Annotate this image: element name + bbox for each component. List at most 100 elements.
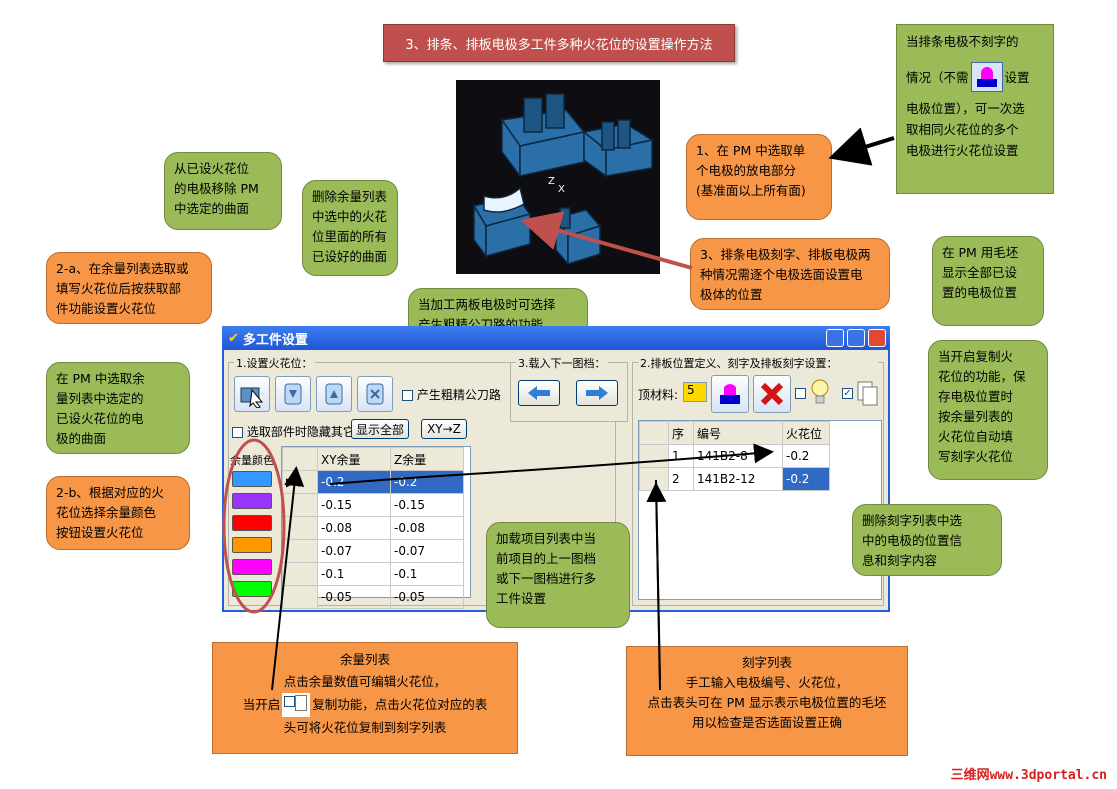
callout-margin-list: 余量列表 点击余量数值可编辑火花位， 当开启 复制功能，点击火花位对应的表 头可…: [212, 642, 518, 754]
hide-others-checkbox[interactable]: [232, 427, 243, 438]
row-selector[interactable]: ▶: [282, 470, 318, 494]
callout-line: 删除刻字列表中选: [862, 513, 963, 528]
table-row[interactable]: -0.07-0.07: [282, 539, 464, 563]
callout-line: 置的电极位置: [942, 285, 1018, 300]
margin-cell[interactable]: -0.1: [390, 562, 464, 586]
remove-surface-button[interactable]: [275, 376, 311, 412]
callout-line: 的电极移除 PM: [174, 181, 259, 196]
table-row[interactable]: -0.05-0.05: [282, 585, 464, 609]
callout-pick-part: 2-a、在余量列表选取或 填写火花位后按获取部 件功能设置火花位: [46, 252, 212, 324]
rough-finish-checkbox[interactable]: [402, 390, 413, 401]
margin-cell[interactable]: -0.08: [317, 516, 391, 540]
table-row[interactable]: ▶-0.2-0.2: [282, 470, 464, 494]
delete-engrave-button[interactable]: [753, 375, 791, 413]
callout-line: (基准面以上所有面): [696, 183, 806, 198]
color-header: 余量颜色: [230, 454, 274, 467]
prev-file-button[interactable]: [518, 380, 560, 406]
watermark: 三维网www.3dportal.cn: [950, 768, 1107, 783]
close-button[interactable]: [868, 329, 886, 347]
copy-spark-checkbox[interactable]: ✓: [842, 388, 853, 399]
callout-line: 花位选择余量颜色: [56, 505, 157, 520]
engrave-cell[interactable]: -0.2: [782, 467, 830, 491]
show-all-checkbox[interactable]: [795, 388, 806, 399]
callout-line: 余量列表: [339, 652, 390, 667]
color-swatch-6[interactable]: [232, 581, 272, 597]
margin-cell[interactable]: -0.15: [390, 493, 464, 517]
margin-cell[interactable]: -0.07: [390, 539, 464, 563]
show-all-checkbox-row[interactable]: [795, 386, 806, 400]
copy-doc-shape: [857, 381, 878, 406]
callout-line: 填写火花位后按获取部: [56, 281, 182, 296]
margin-cell[interactable]: -0.07: [317, 539, 391, 563]
engrave-header-number[interactable]: 编号: [693, 421, 783, 445]
color-swatch-2[interactable]: [232, 493, 272, 509]
margin-cell[interactable]: -0.1: [317, 562, 391, 586]
group-load-label: 3.载入下一图档：: [516, 355, 608, 371]
margin-header-xy[interactable]: XY余量: [317, 447, 391, 471]
row-selector[interactable]: [282, 562, 318, 586]
row-selector[interactable]: [282, 585, 318, 609]
color-swatch-3[interactable]: [232, 515, 272, 531]
engrave-cell[interactable]: 1: [668, 444, 694, 468]
color-swatch-4[interactable]: [232, 537, 272, 553]
svg-text:X: X: [558, 184, 565, 195]
margin-cell[interactable]: -0.08: [390, 516, 464, 540]
add-surface-button[interactable]: [316, 376, 352, 412]
color-swatch-5[interactable]: [232, 559, 272, 575]
show-all-button[interactable]: 显示全部: [351, 419, 409, 439]
hide-others-checkbox-row[interactable]: 选取部件时隐藏其它: [232, 423, 355, 440]
lightbulb-icon[interactable]: [810, 378, 830, 406]
row-selector[interactable]: [282, 539, 318, 563]
engrave-header-spark[interactable]: 火花位: [782, 421, 830, 445]
callout-line: 当开启 复制功能，点击火花位对应的表: [222, 693, 508, 717]
callout-line: 头可将火花位复制到刻字列表: [283, 720, 447, 735]
margin-table: XY余量 Z余量 ▶-0.2-0.2 -0.15-0.15 -0.08-0.08…: [282, 447, 464, 609]
pick-part-icon: [240, 387, 264, 408]
row-selector[interactable]: [282, 493, 318, 517]
electrode-models: Z X: [472, 93, 654, 267]
table-row[interactable]: -0.1-0.1: [282, 562, 464, 586]
callout-engrave-position: 3、排条电极刻字、排板电极两 种情况需逐个电极选面设置电 极体的位置: [690, 238, 890, 310]
row-selector[interactable]: [282, 516, 318, 540]
engrave-cell[interactable]: 141B2-12: [693, 467, 783, 491]
callout-color-button: 2-b、根据对应的火 花位选择余量颜色 按钮设置火花位: [46, 476, 190, 550]
rough-finish-checkbox-row[interactable]: 产生粗精公刀路: [402, 386, 501, 403]
callout-load-project: 加载项目列表中当 前项目的上一图档 或下一图档进行多 工件设置: [486, 522, 630, 628]
copy-spark-checkbox-row[interactable]: ✓: [842, 386, 853, 400]
callout-line: 花位的功能，保: [938, 369, 1026, 384]
top-material-input[interactable]: 5: [683, 382, 707, 402]
delete-surface-button[interactable]: [357, 376, 393, 412]
margin-cell[interactable]: -0.2: [317, 470, 391, 494]
next-file-button[interactable]: [576, 380, 618, 406]
minimize-button[interactable]: [826, 329, 844, 347]
electrode-position-button[interactable]: [711, 375, 749, 413]
engrave-cell[interactable]: -0.2: [782, 444, 830, 468]
callout-line: 中的电极的位置信: [862, 533, 963, 548]
xy-to-z-button[interactable]: XY→Z: [421, 419, 467, 439]
engrave-cell[interactable]: 2: [668, 467, 694, 491]
app-icon: ✔: [228, 330, 239, 346]
clear-surface-icon: [366, 383, 384, 405]
margin-cell[interactable]: -0.2: [390, 470, 464, 494]
margin-header-z[interactable]: Z余量: [390, 447, 464, 471]
table-row[interactable]: -0.08-0.08: [282, 516, 464, 540]
margin-cell[interactable]: -0.05: [390, 585, 464, 609]
engrave-header-index[interactable]: 序: [668, 421, 694, 445]
margin-cell[interactable]: -0.05: [317, 585, 391, 609]
callout-line: 息和刻字内容: [862, 553, 938, 568]
pick-part-button[interactable]: [234, 376, 270, 412]
engrave-cell[interactable]: 141B2-8: [693, 444, 783, 468]
color-swatch-1[interactable]: [232, 471, 272, 487]
top-material-label: 顶材料:: [638, 388, 679, 402]
row-selector[interactable]: [639, 467, 669, 491]
callout-line: 按钮设置火花位: [56, 525, 144, 540]
callout-line: 电极进行火花位设置: [906, 143, 1019, 158]
copy-doc-icon[interactable]: [856, 380, 880, 408]
maximize-button[interactable]: [847, 329, 865, 347]
row-selector[interactable]: [639, 444, 669, 468]
margin-cell[interactable]: -0.15: [317, 493, 391, 517]
table-row[interactable]: -0.15-0.15: [282, 493, 464, 517]
